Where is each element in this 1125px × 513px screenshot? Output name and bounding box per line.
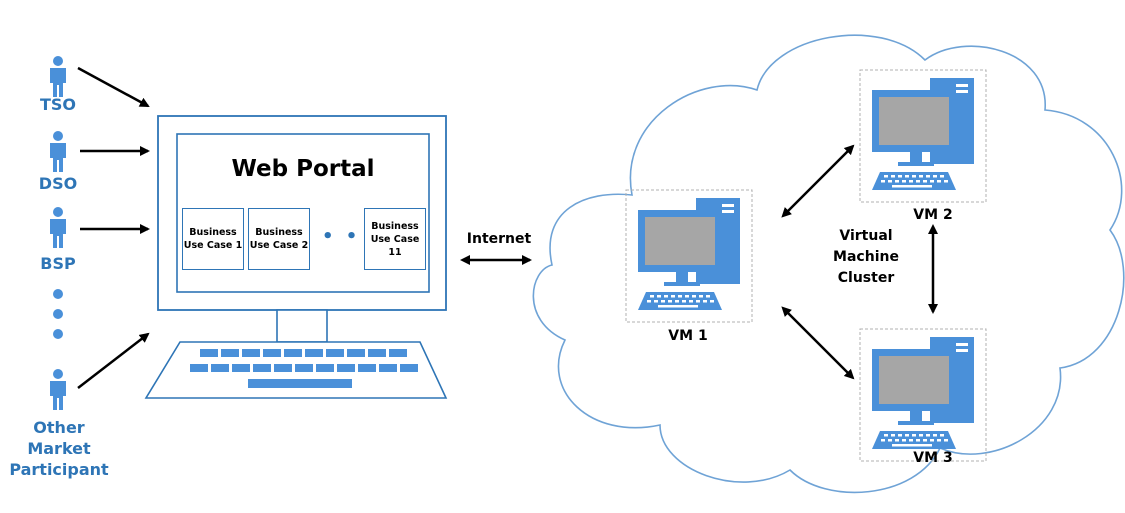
arrow-vm1-vm2 [781, 144, 855, 218]
cluster-label: Virtual Machine Cluster [833, 228, 899, 286]
use-case-box-1: Business Use Case 1 [182, 208, 244, 270]
participant-label-other: Other Market Participant [9, 418, 109, 479]
use-case-box-2: Business Use Case 2 [248, 208, 310, 270]
person-icon-bsp [50, 207, 66, 248]
ellipsis-dot [53, 289, 63, 299]
arrow-other-portal [77, 332, 150, 389]
arrow-vm1-vm3 [781, 306, 855, 380]
ellipsis-dot [53, 329, 63, 339]
arrow-tso-portal [77, 66, 150, 108]
cloud-shape [532, 34, 1125, 494]
keyboard-keys [190, 349, 418, 388]
participant-label-bsp: BSP [40, 254, 76, 273]
person-icon-dso [50, 131, 66, 172]
vm1-label: VM 1 [668, 328, 708, 344]
internet-label: Internet [466, 231, 532, 247]
portal-monitor-stand [276, 309, 328, 343]
participant-label-tso: TSO [39, 95, 77, 114]
person-icon-tso [50, 56, 66, 97]
ellipsis-dot [53, 309, 63, 319]
vm2-label: VM 2 [913, 207, 953, 223]
use-case-box-11: Business Use Case 11 [364, 208, 426, 270]
person-icon-other [50, 369, 66, 410]
participant-label-dso: DSO [38, 174, 78, 193]
portal-title: Web Portal [231, 156, 375, 182]
vm3-label: VM 3 [913, 450, 953, 466]
